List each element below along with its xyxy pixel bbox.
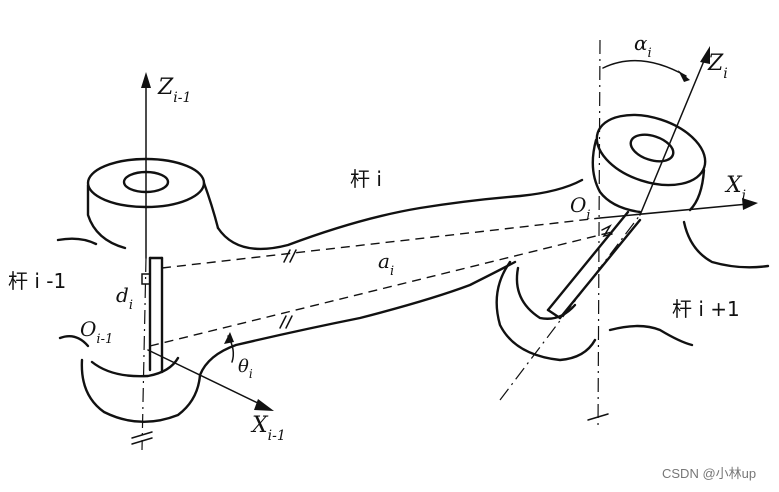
joint-i-top-boss [595, 113, 707, 187]
z-prev-arrowhead [141, 72, 151, 88]
x-i-arrowhead [742, 198, 758, 210]
label-a-i: ai [378, 249, 394, 279]
o-i-zigzag [601, 224, 613, 238]
hash-mark-1a [283, 249, 291, 263]
x-prev-arrowhead [254, 399, 274, 411]
joint-i-bore [629, 133, 675, 163]
label-z-prev: Zi-1 [157, 75, 191, 106]
joint-prev-boss-side-left [86, 183, 127, 250]
joint-prev-right-angle [141, 273, 151, 285]
joint-prev-boss-side-right [202, 181, 220, 230]
joint-i-boss-side-left [591, 138, 642, 214]
link-prev-contour-bottom [58, 335, 90, 348]
link-i-lower-edge [198, 260, 517, 377]
joint-i-shaft-bottom [546, 308, 562, 320]
hash-mark-2a [279, 315, 287, 329]
x-i-parallel-line [149, 231, 613, 347]
z-i-arrowhead [700, 46, 710, 64]
label-theta: θi [238, 356, 253, 381]
label-link-i: 杆 i [350, 167, 382, 191]
watermark: CSDN @小林up [662, 466, 756, 481]
joint-prev [56, 157, 584, 424]
link-prev-contour-top [56, 237, 98, 246]
link-next-contour-top [682, 220, 770, 269]
theta-arrowhead [224, 332, 234, 344]
joint-i-boss-side-right [688, 168, 706, 212]
z-i-axis [639, 55, 707, 216]
label-link-prev: 杆 i -1 [8, 269, 66, 293]
ref-tick-right [587, 413, 609, 421]
axes [131, 39, 758, 451]
link-i-upper-edge [216, 178, 584, 251]
joint-i [495, 113, 770, 362]
joint-prev-lower-cup-outer [80, 358, 202, 424]
label-d-i: di [116, 283, 133, 313]
alpha-arc [602, 59, 687, 77]
z-prev-tick-2 [131, 437, 153, 445]
joint-i-lower-cup-outer [495, 260, 597, 362]
x-i-axis [599, 203, 749, 219]
ref-vertical-right [597, 39, 601, 431]
hash-mark-1b [289, 249, 297, 263]
z-prev-tick [131, 431, 153, 439]
label-o-prev: Oi-1 [80, 317, 113, 347]
link-next-contour-bottom [608, 324, 694, 347]
x-prev-axis [147, 349, 265, 407]
z-prev-axis-dashed [141, 257, 147, 451]
label-o-i: Oi [570, 193, 591, 223]
joint-i-shaft-left [546, 210, 630, 312]
joint-i-shaft-right [558, 218, 642, 320]
label-alpha: αi [634, 31, 652, 61]
label-x-prev: Xi-1 [250, 413, 286, 444]
label-link-next: 杆 i +1 [672, 297, 740, 321]
label-z-i: Zi [707, 51, 728, 82]
label-x-i: Xi [724, 173, 746, 204]
labels: Zi-1 Zi αi Xi Oi Oi-1 Xi-1 θi ai di 杆 i … [8, 31, 756, 481]
alpha-arrowhead [678, 70, 690, 82]
hash-mark-2b [285, 315, 293, 329]
z-i-axis-dashed [499, 214, 641, 401]
joint-prev-lower-cup-inner [90, 356, 180, 378]
common-normal-a [161, 217, 601, 269]
